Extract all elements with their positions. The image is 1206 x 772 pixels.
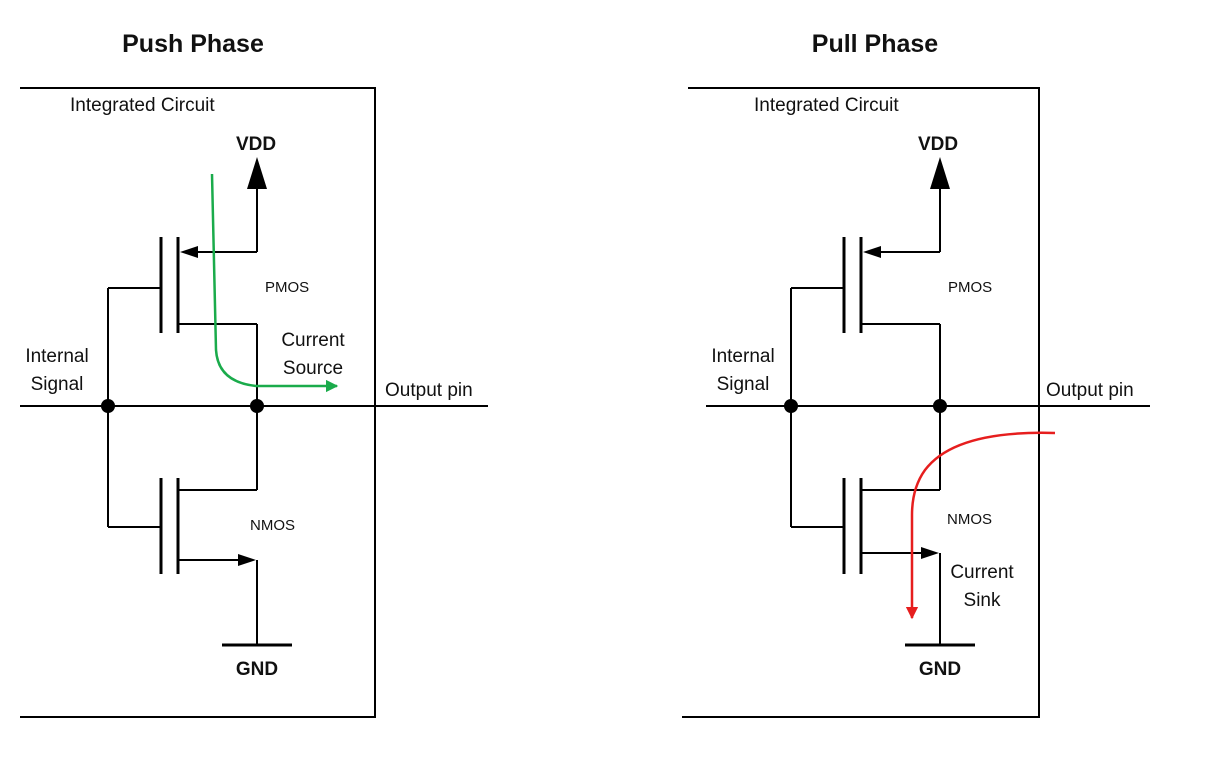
vdd-arrow-icon-left [247,157,267,189]
vdd-label: VDD [918,134,958,155]
input-label-line2: Signal [717,374,770,395]
nmos-label: NMOS [947,511,992,528]
gnd-label: GND [236,659,278,680]
vdd-label: VDD [236,134,276,155]
pmos-label: PMOS [948,279,992,296]
junction-dot-input-left [101,399,115,413]
junction-dot-output-right [933,399,947,413]
input-label-line1: Internal [711,346,774,367]
ic-label: Integrated Circuit [754,95,899,116]
current-label-line2: Source [283,358,343,379]
pmos-label: PMOS [265,279,309,296]
output-label: Output pin [385,380,473,401]
pull-phase-panel [682,87,1150,718]
ic-boundary-right [682,87,1040,718]
vdd-arrow-icon-right [930,157,950,189]
nmos-label: NMOS [250,517,295,534]
current-source-arrow-icon [210,173,339,393]
junction-dot-output-left [250,399,264,413]
current-label-line1: Current [281,330,345,351]
input-label-line2: Signal [31,374,84,395]
input-label-line1: Internal [25,346,88,367]
output-label: Output pin [1046,380,1134,401]
push-phase-labels: Push Phase Integrated Circuit VDD PMOS C… [25,30,472,680]
current-label-line1: Current [950,562,1014,583]
nmos-arrow-icon-right [921,547,939,559]
gnd-label: GND [919,659,961,680]
panel-title: Pull Phase [812,30,939,58]
nmos-arrow-icon-left [238,554,256,566]
panel-title: Push Phase [122,30,264,58]
pull-phase-labels: Pull Phase Integrated Circuit VDD PMOS I… [711,30,1133,680]
ic-label: Integrated Circuit [70,95,215,116]
pmos-arrow-icon-left [180,246,198,258]
junction-dot-input-right [784,399,798,413]
push-phase-panel [20,87,488,718]
current-sink-arrow-icon [905,431,1056,620]
current-label-line2: Sink [964,590,1001,611]
pmos-arrow-icon-right [863,246,881,258]
ic-boundary-left [20,87,376,718]
